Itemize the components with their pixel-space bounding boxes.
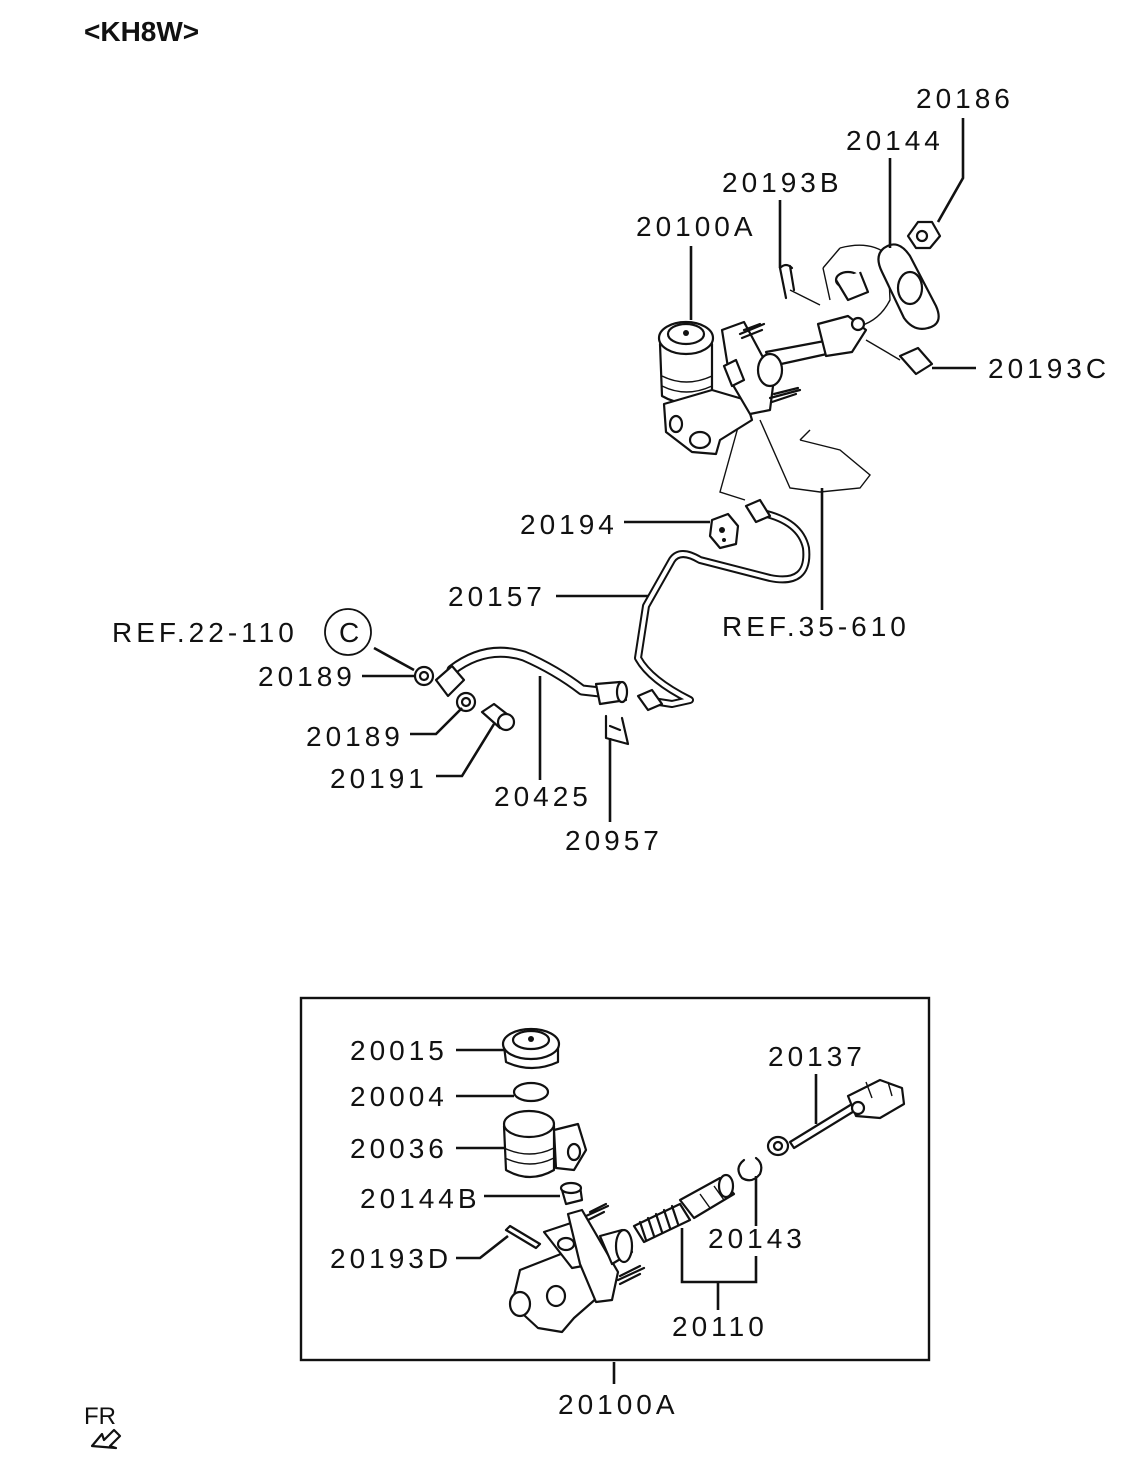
pin-20193d bbox=[504, 1224, 542, 1250]
pipe-20157 bbox=[634, 498, 811, 712]
union-bolt-20191 bbox=[480, 702, 516, 732]
label-20036: 20036 bbox=[350, 1133, 448, 1164]
label-20194: 20194 bbox=[520, 509, 618, 540]
label-ref-c: C bbox=[339, 617, 359, 648]
snap-ring-20143 bbox=[737, 1156, 763, 1182]
clip-20194 bbox=[708, 512, 740, 550]
label-20100a-bottom: 20100A bbox=[558, 1389, 679, 1420]
clip-20957 bbox=[604, 714, 630, 746]
pedal-bushing-cylinder bbox=[834, 270, 870, 302]
label-20015: 20015 bbox=[350, 1035, 448, 1066]
reservoir-cap-20015 bbox=[501, 1027, 561, 1070]
label-20137: 20137 bbox=[768, 1041, 866, 1072]
ref-circle-c bbox=[324, 608, 372, 656]
master-cylinder-upper bbox=[657, 320, 802, 456]
label-ref-22-110: REF.22-110 bbox=[112, 617, 298, 648]
washer-20189-lower bbox=[455, 691, 477, 713]
cotter-pin-20193b bbox=[778, 263, 796, 300]
label-20157: 20157 bbox=[448, 581, 546, 612]
label-20100a-top: 20100A bbox=[636, 211, 757, 242]
nut-20186 bbox=[906, 220, 942, 250]
leader-lines-lower bbox=[456, 1048, 818, 1384]
label-20193c: 20193C bbox=[988, 353, 1110, 384]
label-20425: 20425 bbox=[494, 781, 592, 812]
pin-20193c bbox=[898, 346, 934, 376]
washer-20189-upper bbox=[413, 665, 435, 687]
label-20189-b: 20189 bbox=[306, 721, 404, 752]
front-label: FR bbox=[84, 1403, 116, 1430]
front-arrow-icon bbox=[90, 1428, 122, 1450]
model-code-title: <KH8W> bbox=[84, 16, 200, 47]
push-rod-clevis bbox=[764, 314, 868, 368]
gasket-20144 bbox=[877, 243, 940, 330]
label-20957: 20957 bbox=[565, 825, 663, 856]
master-cylinder-body-lower bbox=[508, 1202, 646, 1334]
label-ref-35-610: REF.35-610 bbox=[722, 611, 910, 642]
label-20143: 20143 bbox=[708, 1223, 806, 1254]
label-20144b: 20144B bbox=[360, 1183, 481, 1214]
seal-20004 bbox=[512, 1081, 550, 1103]
hose-20425 bbox=[434, 646, 629, 706]
label-20193b: 20193B bbox=[722, 167, 843, 198]
pedal-bracket-outline bbox=[719, 244, 901, 501]
label-20144: 20144 bbox=[846, 125, 944, 156]
label-20004: 20004 bbox=[350, 1081, 448, 1112]
piston-assembly-20110 bbox=[632, 1173, 736, 1244]
exploded-view-box bbox=[299, 996, 931, 1362]
leader-lines-upper bbox=[362, 118, 976, 822]
reservoir-20036 bbox=[502, 1109, 588, 1179]
label-20189-a: 20189 bbox=[258, 661, 356, 692]
label-20186: 20186 bbox=[916, 83, 1014, 114]
grommet-20144b bbox=[559, 1181, 584, 1206]
label-20191: 20191 bbox=[330, 763, 428, 794]
label-20193d: 20193D bbox=[330, 1243, 452, 1274]
label-20110: 20110 bbox=[672, 1311, 768, 1342]
push-rod-20137 bbox=[766, 1078, 906, 1157]
